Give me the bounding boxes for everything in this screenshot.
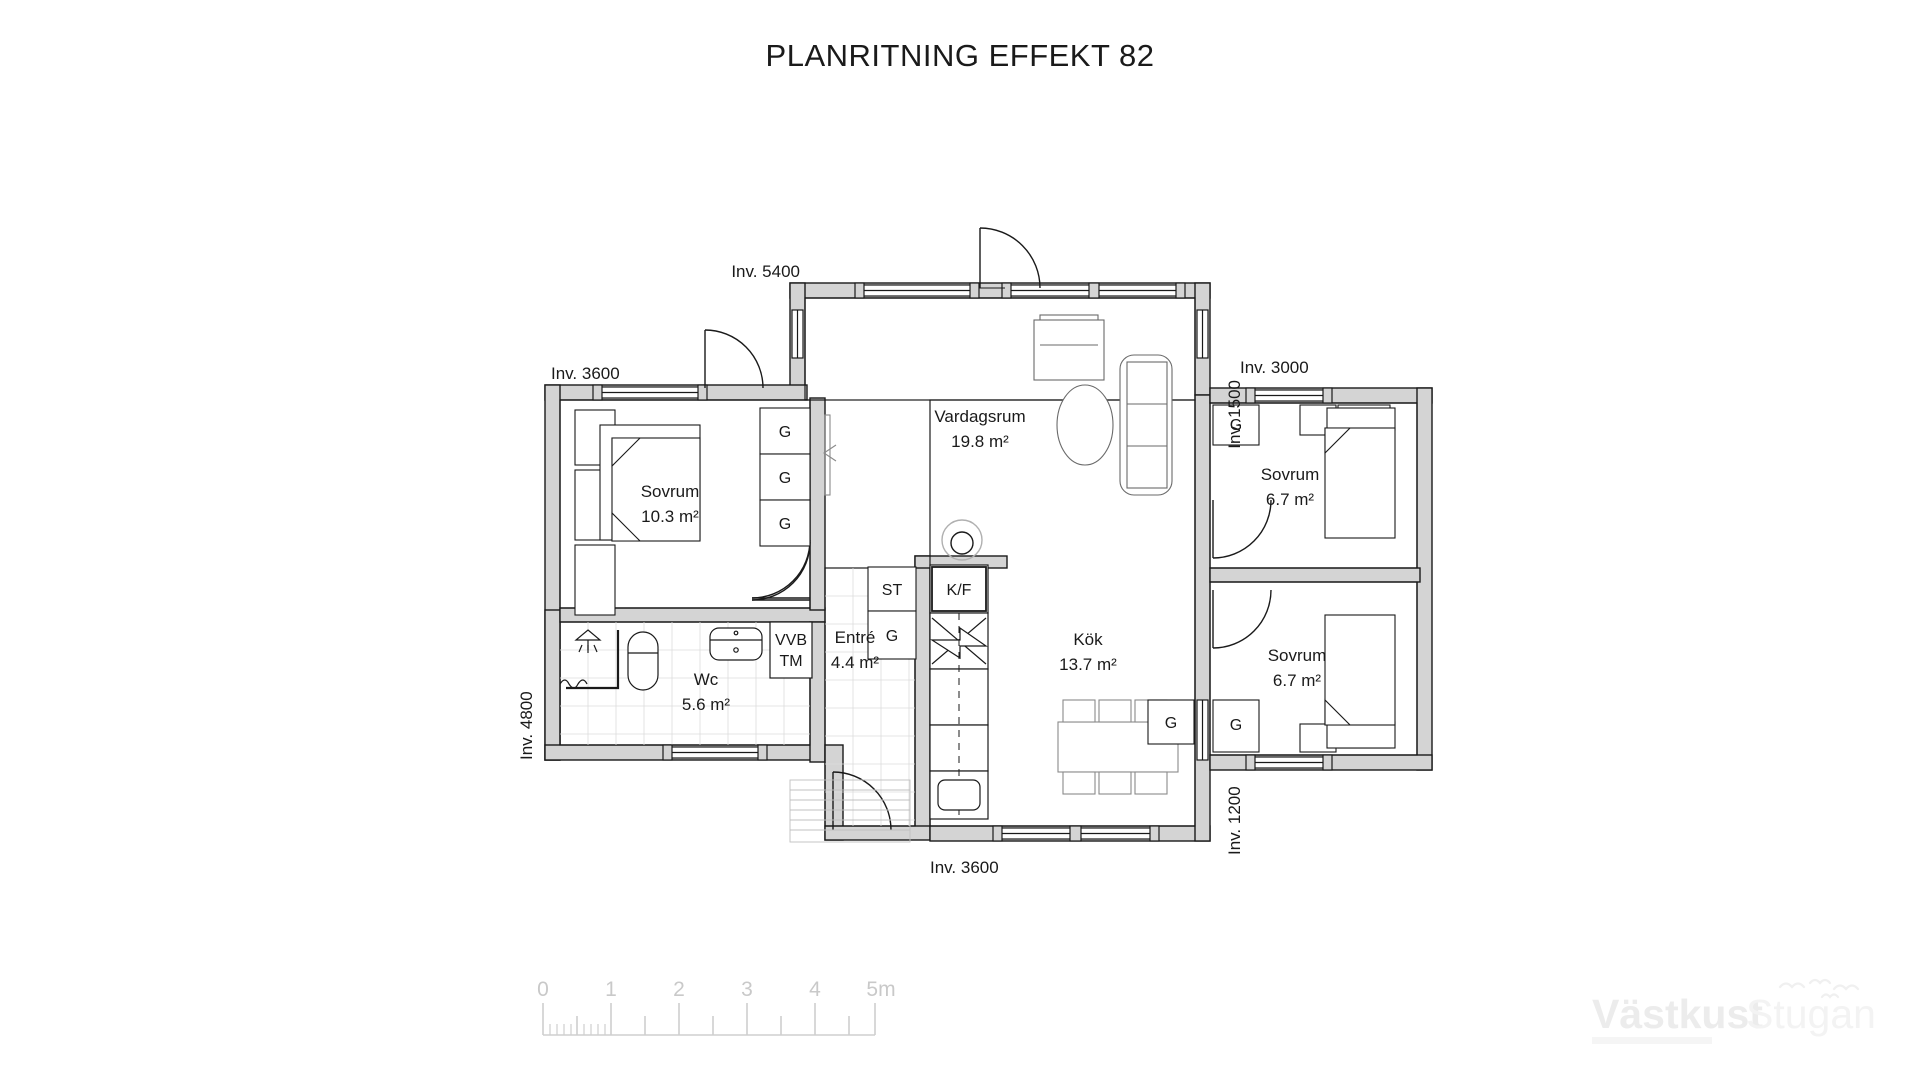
furniture-bedroom-left: [574, 409, 701, 616]
page-title: PLANRITNING EFFEKT 82: [765, 38, 1155, 73]
doors: [704, 227, 1272, 831]
room-label-entre-area: 4.4 m²: [831, 653, 880, 672]
scale-end-label: 5m: [866, 978, 895, 1001]
room-label-wc-name: Wc: [694, 670, 719, 689]
cabinet-label-tm: TM: [779, 653, 802, 670]
room-label-sovrum-left-area: 10.3 m²: [641, 507, 699, 526]
room-label-entre-name: Entré: [835, 628, 876, 647]
room-label-kok-name: Kök: [1073, 630, 1103, 649]
scale-tick-1: 1: [605, 978, 617, 1001]
room-label-sovrum-bottom-right-area: 6.7 m²: [1273, 671, 1322, 690]
cabinet-label-g1: G: [779, 424, 791, 441]
kitchen-sink: [937, 779, 981, 811]
logo-underline: [1592, 1037, 1712, 1044]
cabinet-label-g6: G: [1230, 717, 1242, 734]
scale-tick-2: 2: [673, 978, 685, 1001]
room-label-wc-area: 5.6 m²: [682, 695, 731, 714]
birds-icon: [1778, 978, 1860, 999]
furniture-living-room: [1033, 314, 1173, 496]
dimension-bottom: Inv. 3600: [930, 858, 999, 877]
cabinet-kf-box: [931, 566, 987, 612]
cabinet-label-st: ST: [882, 582, 903, 599]
dimension-top-left: Inv. 5400: [731, 262, 800, 281]
closets-hall: [759, 407, 811, 547]
furniture-bedroom-top-right: [1212, 404, 1396, 539]
cabinet-label-g3: G: [779, 516, 791, 533]
pocket-door-symbol: [823, 414, 837, 496]
dimension-left-upper: Inv. 3600: [551, 364, 620, 383]
room-label-sovrum-bottom-right-name: Sovrum: [1268, 646, 1327, 665]
cabinet-label-vvb: VVB: [775, 632, 807, 649]
room-label-sovrum-left-name: Sovrum: [641, 482, 700, 501]
cabinet-label-g7: G: [1165, 715, 1177, 732]
stove-icon: [941, 519, 983, 561]
entry-deck: [789, 779, 911, 843]
cabinet-label-g4: G: [886, 628, 898, 645]
room-label-kok-area: 13.7 m²: [1059, 655, 1117, 674]
room-label-sovrum-top-right-name: Sovrum: [1261, 465, 1320, 484]
cabinet-kok-g: [1147, 699, 1195, 745]
cabinet-label-g2: G: [779, 470, 791, 487]
brand-name-light: Stugan: [1746, 991, 1876, 1037]
brand-name-bold: Västkust: [1592, 991, 1763, 1037]
scale-bar: 0 1 2 3 4 5m: [537, 978, 896, 1036]
interior-room-outlines: [559, 297, 1418, 827]
cabinet-label-g5: G: [1230, 417, 1242, 434]
windows: [592, 282, 1333, 842]
dimension-right-upper: Inv. 1500: [1225, 380, 1244, 449]
room-label-vardagsrum-name: Vardagsrum: [934, 407, 1025, 426]
dimension-labels: Inv. 5400 Inv. 3600 Inv. 3000 Inv. 3600 …: [517, 262, 1309, 877]
scale-tick-3: 3: [741, 978, 753, 1001]
cabinet-vvb-tm: [769, 621, 813, 679]
room-label-sovrum-top-right-area: 6.7 m²: [1266, 490, 1315, 509]
cabinets-entre: [867, 566, 917, 660]
dimension-left-side: Inv. 4800: [517, 691, 536, 760]
furniture-bedroom-bottom-right: [1212, 614, 1396, 753]
dimension-right-lower: Inv. 1200: [1225, 786, 1244, 855]
room-labels: Sovrum 10.3 m² Vardagsrum 19.8 m² Sovrum…: [641, 407, 1327, 714]
scale-tick-4: 4: [809, 978, 821, 1001]
room-label-vardagsrum-area: 19.8 m²: [951, 432, 1009, 451]
door-sovrum-left-interior: [751, 541, 811, 601]
cabinet-label-kf: K/F: [947, 582, 972, 599]
scale-tick-0: 0: [537, 978, 549, 1001]
brand-logo: Västkust Stugan: [1584, 973, 1884, 1047]
dimension-right-top: Inv. 3000: [1240, 358, 1309, 377]
wc-fixtures: [559, 627, 763, 691]
